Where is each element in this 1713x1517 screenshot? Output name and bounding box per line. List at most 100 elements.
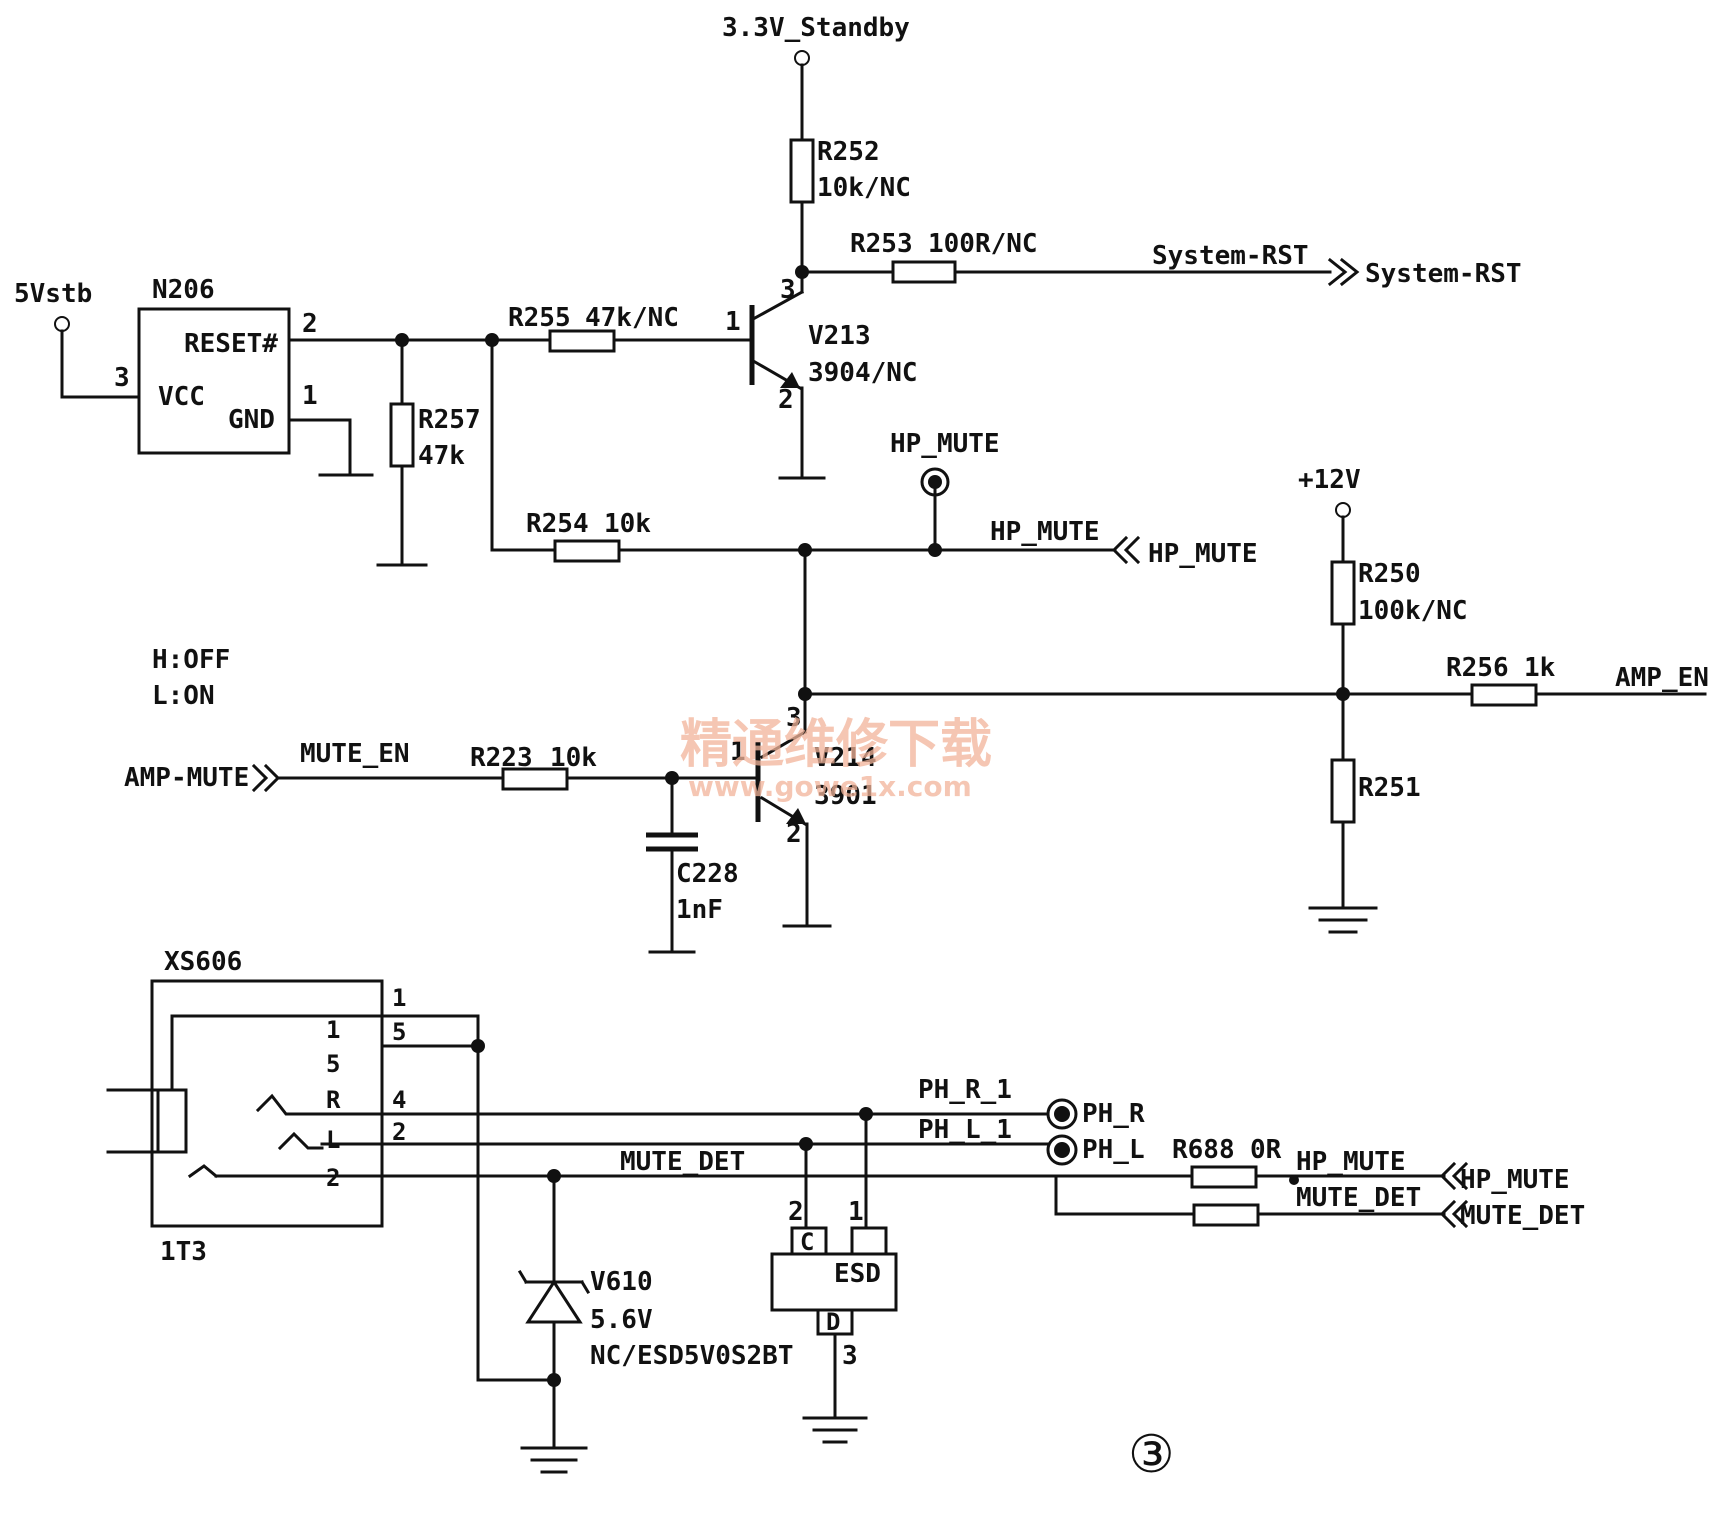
v610-alt: NC/ESD5V0S2BT — [590, 1341, 794, 1371]
ph-r-label: PH_R — [1082, 1099, 1145, 1129]
xs606-inner-r: R — [326, 1086, 341, 1114]
net-label-12v: +12V — [1298, 465, 1361, 495]
v213-pin-b: 1 — [725, 307, 741, 337]
headphone-jack-xs606 — [150, 979, 384, 1228]
net-label-5vstb: 5Vstb — [14, 279, 92, 309]
port-arrow-hp-mute — [1111, 535, 1141, 565]
esd-pin-3: 3 — [842, 1341, 858, 1371]
resistor-r256 — [1470, 683, 1538, 707]
n206-pin-2: 2 — [302, 309, 318, 339]
xs606-pin-2: 2 — [392, 1118, 406, 1146]
resistor-r257 — [389, 402, 415, 468]
resistor-r251 — [1330, 758, 1356, 824]
n206-reset-pin: RESET# — [184, 329, 278, 359]
resistor-r255 — [548, 329, 616, 353]
esd-pin-1: 1 — [848, 1197, 864, 1227]
r254-ref: R254 — [526, 509, 589, 539]
amp-en-label: AMP_EN — [1615, 663, 1709, 693]
reset-ic-n206 — [137, 307, 291, 455]
n206-ref: N206 — [152, 275, 215, 305]
r256-ref: R256 — [1446, 653, 1509, 683]
hp-mute-port2-label: HP_MUTE — [1460, 1165, 1570, 1195]
ph-l-1-label: PH_L_1 — [918, 1115, 1012, 1145]
xs606-inner-1: 1 — [326, 1016, 340, 1044]
v213-value: 3904/NC — [808, 358, 918, 388]
hp-mute-wire2-label: HP_MUTE — [1296, 1147, 1406, 1177]
r253-value: 100R/NC — [928, 229, 1038, 259]
c228-ref: C228 — [676, 859, 739, 889]
xs606-footprint: 1T3 — [160, 1237, 207, 1267]
ph-l-label: PH_L — [1082, 1135, 1145, 1165]
n206-gnd-pin: GND — [228, 405, 275, 435]
r251-ref: R251 — [1358, 773, 1421, 803]
v214-pin-c: 3 — [786, 703, 802, 733]
xs606-inner-2: 2 — [326, 1164, 340, 1192]
page-number: ③ — [1128, 1425, 1175, 1485]
r223-ref: R223 — [470, 743, 533, 773]
resistor-r688 — [1190, 1165, 1258, 1189]
r255-ref: R255 — [508, 303, 571, 333]
n206-pin-1: 1 — [302, 381, 318, 411]
resistor-r254 — [553, 539, 621, 563]
resistor-mute-det — [1192, 1203, 1260, 1227]
mute-det-port-label: MUTE_DET — [1460, 1201, 1585, 1231]
esd-ref: ESD — [834, 1259, 881, 1289]
power-terminal-12v — [1335, 502, 1351, 518]
xs606-inner-l: L — [326, 1126, 340, 1154]
note-h-off: H:OFF — [152, 645, 230, 675]
r688-value: 0R — [1250, 1135, 1282, 1165]
c228-value: 1nF — [676, 895, 723, 925]
port-arrow-system-rst — [1327, 257, 1360, 287]
n206-pin-3: 3 — [114, 363, 130, 393]
r252-ref: R252 — [817, 137, 880, 167]
n206-vcc-pin: VCC — [158, 382, 205, 412]
v213-pin-c: 3 — [780, 275, 796, 305]
net-label-3v3-standby: 3.3V_Standby — [722, 13, 910, 43]
mute-det-wire2-label: MUTE_DET — [1296, 1183, 1421, 1213]
xs606-pin-4: 4 — [392, 1086, 406, 1114]
hp-mute-probe-label: HP_MUTE — [890, 429, 1000, 459]
r254-value: 10k — [604, 509, 651, 539]
amp-mute-port-label: AMP-MUTE — [124, 763, 249, 793]
hp-mute-port-label: HP_MUTE — [1148, 539, 1258, 569]
test-point-ph-r — [1046, 1098, 1078, 1130]
power-terminal-5vstb — [54, 316, 70, 332]
xs606-pin-5: 5 — [392, 1018, 406, 1046]
xs606-ref: XS606 — [164, 947, 242, 977]
port-arrow-hp-mute-2 — [1439, 1161, 1469, 1191]
v214-pin-b: 1 — [730, 737, 746, 767]
r255-value: 47k/NC — [585, 303, 679, 333]
ph-r-1-label: PH_R_1 — [918, 1075, 1012, 1105]
r257-ref: R257 — [418, 405, 481, 435]
port-arrow-mute-det — [1439, 1199, 1469, 1229]
r223-value: 10k — [550, 743, 597, 773]
esd-pin-d: D — [826, 1308, 840, 1336]
system-rst-wire-label: System-RST — [1152, 241, 1309, 271]
resistor-r252 — [789, 138, 815, 204]
mute-en-label: MUTE_EN — [300, 739, 410, 769]
r250-ref: R250 — [1358, 559, 1421, 589]
r257-value: 47k — [418, 441, 465, 471]
watermark-url: www.gowe1x.com — [688, 770, 972, 803]
xs606-inner-5: 5 — [326, 1050, 340, 1078]
esd-pin-2: 2 — [788, 1197, 804, 1227]
system-rst-port-label: System-RST — [1365, 259, 1522, 289]
esd-protector — [770, 1252, 898, 1312]
hp-mute-wire-label: HP_MUTE — [990, 517, 1100, 547]
r688-ref: R688 — [1172, 1135, 1235, 1165]
v214-value: 3901 — [814, 781, 877, 811]
v213-pin-e: 2 — [778, 385, 794, 415]
r252-value: 10k/NC — [817, 173, 911, 203]
jack-plug-body — [156, 1088, 188, 1154]
r253-ref: R253 — [850, 229, 913, 259]
resistor-r250 — [1330, 560, 1356, 626]
port-arrow-amp-mute — [251, 763, 281, 793]
esd-pin-c: C — [800, 1228, 814, 1256]
power-terminal-3v3 — [794, 50, 810, 66]
r250-value: 100k/NC — [1358, 596, 1468, 626]
mute-det-wire-label: MUTE_DET — [620, 1147, 745, 1177]
v610-ref: V610 — [590, 1267, 653, 1297]
v214-pin-e: 2 — [786, 819, 802, 849]
v610-value: 5.6V — [590, 1305, 653, 1335]
